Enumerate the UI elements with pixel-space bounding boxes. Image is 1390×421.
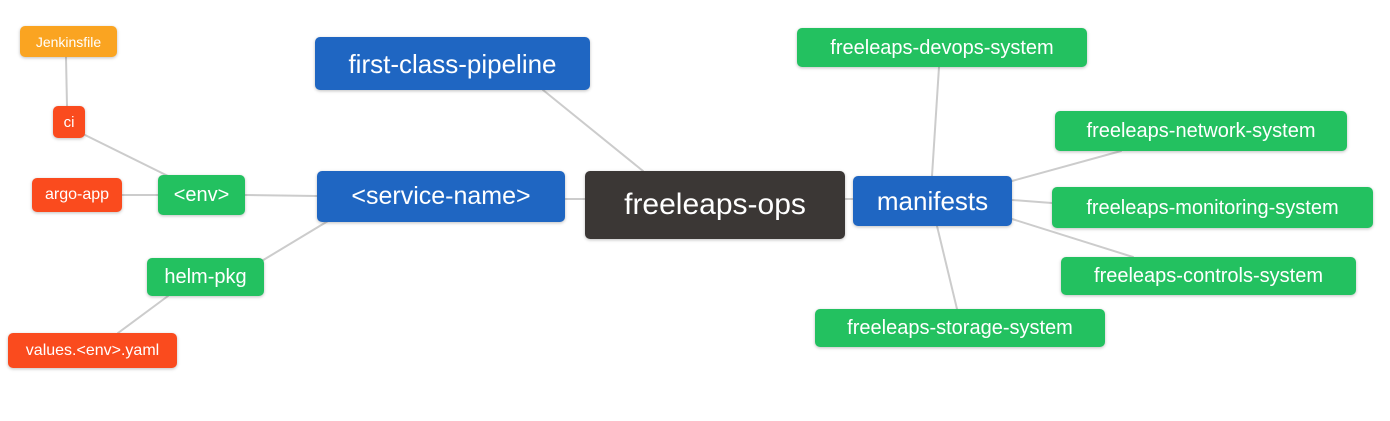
edge-manifests-devops bbox=[931, 66, 940, 177]
edge-manifests-network bbox=[1011, 150, 1122, 182]
node-helm-pkg[interactable]: helm-pkg bbox=[147, 258, 264, 296]
edge-manifests-storage bbox=[936, 225, 958, 310]
edge-ci-env bbox=[82, 133, 171, 178]
node-argo-app[interactable]: argo-app bbox=[32, 178, 122, 212]
edge-manifests-monitoring bbox=[1011, 199, 1053, 204]
node-freeleaps-network-system[interactable]: freeleaps-network-system bbox=[1055, 111, 1347, 151]
edge-env-service-name bbox=[244, 194, 318, 197]
node-values-env-yaml[interactable]: values.<env>.yaml bbox=[8, 333, 177, 368]
node-freeleaps-devops-system[interactable]: freeleaps-devops-system bbox=[797, 28, 1087, 67]
node-manifests[interactable]: manifests bbox=[853, 176, 1012, 226]
node-env[interactable]: <env> bbox=[158, 175, 245, 215]
node-freeleaps-storage-system[interactable]: freeleaps-storage-system bbox=[815, 309, 1105, 347]
node-service-name[interactable]: <service-name> bbox=[317, 171, 565, 222]
node-freeleaps-ops-root[interactable]: freeleaps-ops bbox=[585, 171, 845, 239]
node-freeleaps-controls-system[interactable]: freeleaps-controls-system bbox=[1061, 257, 1356, 295]
node-ci[interactable]: ci bbox=[53, 106, 85, 138]
edge-pipeline-root bbox=[542, 89, 644, 172]
edge-manifests-controls bbox=[1011, 218, 1134, 258]
edge-helm-pkg-service-name bbox=[259, 220, 329, 263]
edge-values-helm-pkg bbox=[117, 295, 169, 334]
edge-jenkinsfile-ci bbox=[65, 56, 68, 107]
node-freeleaps-monitoring-system[interactable]: freeleaps-monitoring-system bbox=[1052, 187, 1373, 228]
node-jenkinsfile[interactable]: Jenkinsfile bbox=[20, 26, 117, 57]
node-first-class-pipeline[interactable]: first-class-pipeline bbox=[315, 37, 590, 90]
